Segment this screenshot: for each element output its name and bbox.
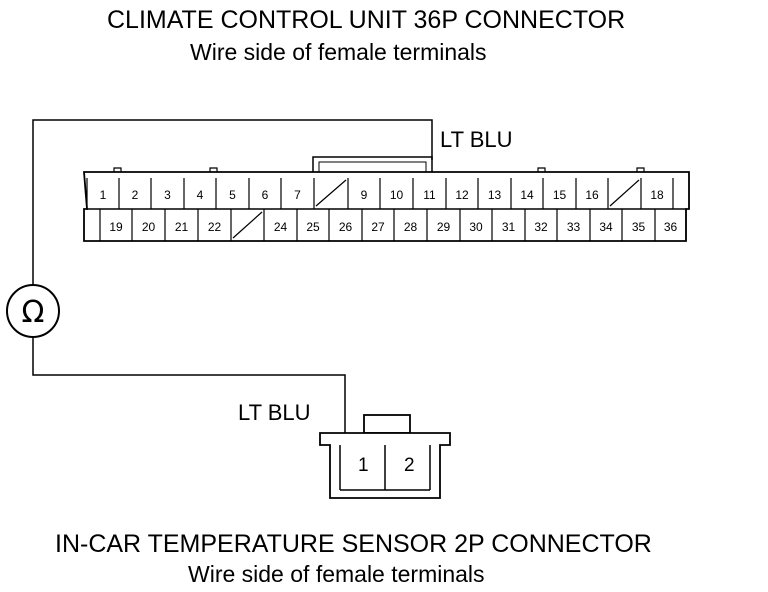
- terminal-31: 31: [502, 220, 516, 234]
- wire-meter-to-bottom: [32, 337, 346, 433]
- top-wire-color-label: LT BLU: [440, 127, 513, 152]
- terminal-18: 18: [650, 188, 664, 202]
- terminal-25: 25: [306, 220, 320, 234]
- terminal-6: 6: [262, 188, 269, 202]
- terminal-15: 15: [553, 188, 567, 202]
- terminal-1: 1: [100, 188, 107, 202]
- terminal-14: 14: [520, 188, 534, 202]
- terminal-29: 29: [437, 220, 451, 234]
- bottom-pin-2: 2: [404, 455, 415, 476]
- terminal-3: 3: [164, 188, 171, 202]
- terminal-12: 12: [455, 188, 469, 202]
- empty-cavity-mark: [609, 179, 640, 207]
- terminal-9: 9: [361, 188, 368, 202]
- terminal-13: 13: [488, 188, 502, 202]
- terminal-20: 20: [142, 220, 156, 234]
- wire-top-to-meter: [32, 119, 433, 285]
- top-connector-title: CLIMATE CONTROL UNIT 36P CONNECTOR: [107, 6, 626, 34]
- bottom-pin-1: 1: [358, 455, 369, 476]
- terminal-35: 35: [632, 220, 646, 234]
- terminal-2: 2: [132, 188, 139, 202]
- terminal-7: 7: [294, 188, 301, 202]
- terminal-21: 21: [175, 220, 189, 234]
- terminal-10: 10: [390, 188, 404, 202]
- terminal-19: 19: [109, 220, 123, 234]
- bottom-2p-connector: 1 2: [319, 414, 451, 499]
- terminal-32: 32: [534, 220, 548, 234]
- terminal-11: 11: [423, 188, 436, 202]
- terminal-4: 4: [197, 188, 204, 202]
- empty-cavity-mark: [232, 211, 263, 239]
- empty-cavity-mark: [315, 179, 347, 207]
- terminal-24: 24: [274, 220, 288, 234]
- bottom-wire-color-label: LT BLU: [238, 400, 311, 425]
- bottom-connector-subtitle: Wire side of female terminals: [188, 561, 485, 587]
- ohmmeter-icon: Ω: [6, 284, 60, 338]
- terminal-22: 22: [208, 220, 222, 234]
- terminal-36: 36: [664, 220, 678, 234]
- terminal-27: 27: [371, 220, 385, 234]
- ohm-symbol: Ω: [22, 295, 45, 330]
- terminal-28: 28: [404, 220, 418, 234]
- bottom-connector-title: IN-CAR TEMPERATURE SENSOR 2P CONNECTOR: [55, 530, 652, 558]
- terminal-26: 26: [339, 220, 353, 234]
- terminal-16: 16: [585, 188, 599, 202]
- terminal-5: 5: [229, 188, 236, 202]
- top-connector-subtitle: Wire side of female terminals: [190, 39, 487, 65]
- terminal-34: 34: [599, 220, 613, 234]
- terminal-33: 33: [567, 220, 581, 234]
- terminal-30: 30: [469, 220, 483, 234]
